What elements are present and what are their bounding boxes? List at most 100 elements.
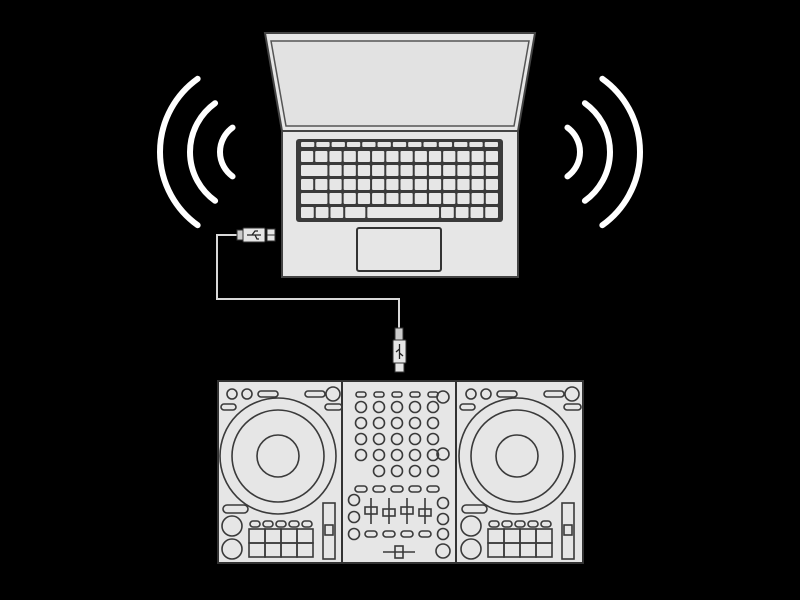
keyboard-key bbox=[485, 207, 498, 218]
channel-fader-handle bbox=[364, 506, 378, 515]
play-button bbox=[221, 538, 243, 560]
keyboard-key bbox=[485, 179, 498, 190]
eq-knob bbox=[426, 400, 440, 414]
keyboard-key bbox=[485, 193, 498, 204]
eq-knob bbox=[426, 448, 440, 462]
mode-button bbox=[288, 520, 300, 528]
performance-pad bbox=[535, 542, 553, 558]
button bbox=[347, 493, 361, 507]
mode-button bbox=[301, 520, 313, 528]
tempo-slider-handle bbox=[324, 524, 334, 536]
dj-controller bbox=[217, 380, 584, 564]
button bbox=[563, 403, 582, 411]
keyboard-key bbox=[301, 193, 328, 204]
eq-knob bbox=[390, 432, 404, 446]
function-key bbox=[408, 142, 422, 147]
eq-knob bbox=[372, 400, 386, 414]
button bbox=[436, 496, 450, 510]
keyboard-key bbox=[471, 165, 484, 176]
keyboard-key bbox=[372, 193, 385, 204]
keyboard-key bbox=[357, 151, 371, 162]
keyboard-key bbox=[457, 151, 470, 162]
keyboard-key bbox=[485, 165, 498, 176]
usb-cable bbox=[216, 227, 407, 373]
keyboard-key bbox=[345, 207, 366, 218]
jog-wheel-ring bbox=[470, 409, 564, 503]
button bbox=[543, 390, 565, 398]
eq-knob bbox=[408, 416, 422, 430]
keyboard-key bbox=[329, 193, 342, 204]
keyboard-key bbox=[455, 207, 469, 218]
function-key bbox=[331, 142, 345, 147]
cue-button bbox=[390, 485, 404, 493]
keyboard-key bbox=[443, 193, 456, 204]
channel-fader-handle bbox=[418, 508, 432, 517]
eq-knob bbox=[408, 400, 422, 414]
eq-knob bbox=[426, 416, 440, 430]
eq-knob bbox=[354, 432, 368, 446]
function-key bbox=[362, 142, 376, 147]
wave-arc bbox=[217, 124, 236, 180]
keyboard-key bbox=[315, 207, 329, 218]
channel-fader-handle bbox=[400, 506, 414, 515]
eq-knob bbox=[372, 416, 386, 430]
function-key bbox=[316, 142, 330, 147]
jog-wheel-outer bbox=[458, 397, 576, 515]
keyboard-key bbox=[329, 151, 342, 162]
usb-plug-controller-icon bbox=[392, 327, 407, 373]
channel-fader-handle bbox=[382, 508, 396, 517]
function-key bbox=[377, 142, 391, 147]
mode-button bbox=[488, 520, 500, 528]
cue-button bbox=[354, 485, 368, 493]
mode-button bbox=[540, 520, 552, 528]
cue-button bbox=[221, 515, 243, 537]
button bbox=[347, 510, 361, 524]
keyboard-key bbox=[457, 193, 470, 204]
button bbox=[325, 386, 341, 402]
cue-button bbox=[426, 485, 440, 493]
button bbox=[257, 390, 279, 398]
filter-knob bbox=[408, 464, 422, 478]
eq-knob bbox=[372, 432, 386, 446]
button bbox=[480, 388, 492, 400]
keyboard-key bbox=[329, 179, 342, 190]
keyboard-key bbox=[470, 207, 484, 218]
button bbox=[364, 530, 378, 538]
cue-button bbox=[408, 485, 422, 493]
wave-arc bbox=[187, 100, 219, 204]
shift-button bbox=[222, 504, 249, 514]
button bbox=[373, 391, 385, 398]
keyboard-key bbox=[301, 207, 314, 218]
performance-pad bbox=[296, 542, 314, 558]
keyboard-key bbox=[400, 151, 413, 162]
eq-knob bbox=[372, 448, 386, 462]
keyboard-key bbox=[400, 193, 413, 204]
eq-knob bbox=[408, 432, 422, 446]
function-key bbox=[392, 142, 407, 147]
mode-button bbox=[249, 520, 261, 528]
keyboard-key bbox=[400, 165, 413, 176]
button bbox=[347, 527, 361, 541]
keyboard-key bbox=[372, 151, 385, 162]
keyboard-key bbox=[441, 207, 454, 218]
keyboard-keys bbox=[301, 142, 498, 218]
keyboard-key bbox=[301, 179, 314, 190]
function-key bbox=[438, 142, 453, 147]
function-key bbox=[301, 142, 315, 147]
button bbox=[564, 386, 580, 402]
master-knob bbox=[436, 390, 450, 404]
keyboard-key bbox=[301, 165, 328, 176]
button bbox=[382, 530, 396, 538]
wave-arc bbox=[581, 100, 613, 204]
button bbox=[400, 530, 414, 538]
keyboard-key bbox=[386, 165, 399, 176]
eq-knob bbox=[408, 448, 422, 462]
keyboard-key bbox=[471, 179, 484, 190]
button bbox=[496, 390, 518, 398]
keyboard-key bbox=[372, 165, 385, 176]
button bbox=[391, 391, 403, 398]
jog-wheel-ring bbox=[231, 409, 325, 503]
keyboard-key bbox=[343, 165, 356, 176]
keyboard-key bbox=[428, 193, 442, 204]
keyboard-key bbox=[343, 193, 356, 204]
